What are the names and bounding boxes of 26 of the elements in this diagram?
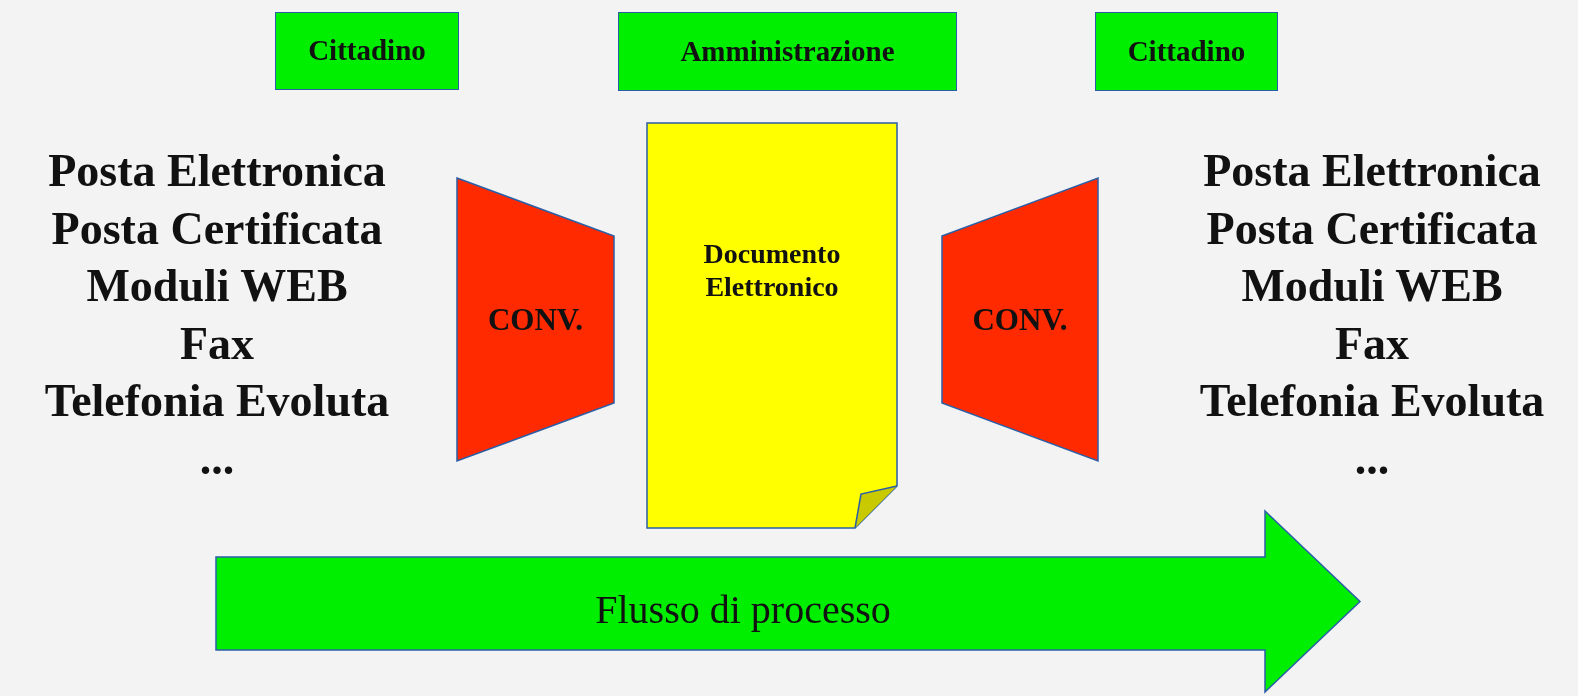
document-shape [647, 123, 897, 528]
process-arrow [216, 511, 1360, 692]
channel-label: Posta Certificata [51, 205, 383, 252]
channel-label: ... [1354, 435, 1390, 482]
channel-label: Moduli WEB [1241, 263, 1503, 309]
converter-shape [457, 178, 614, 461]
node-text: Amministrazione [680, 34, 895, 69]
channel-label: Posta Certificata [1206, 205, 1538, 252]
node-text: Cittadino [1127, 34, 1246, 69]
channel-label: Telefonia Evoluta [1199, 378, 1545, 424]
node-text: CONV. [972, 301, 1068, 338]
node-text: Documento Elettronico [702, 238, 842, 303]
role-box [618, 12, 957, 91]
node-text: CONV. [488, 301, 583, 338]
channel-label: Telefonia Evoluta [44, 378, 390, 424]
converter-shape [942, 178, 1098, 461]
node-text: Flusso di processo [595, 586, 891, 633]
channel-label: Posta Elettronica [1203, 148, 1541, 194]
channel-label: Posta Elettronica [48, 148, 386, 194]
role-box [1095, 12, 1278, 91]
role-box [275, 12, 459, 90]
channel-label: ... [199, 435, 235, 482]
channel-label: Fax [1334, 320, 1410, 367]
node-text: Cittadino [308, 34, 426, 68]
channel-label: Moduli WEB [86, 263, 348, 309]
channel-label: Fax [179, 320, 255, 367]
